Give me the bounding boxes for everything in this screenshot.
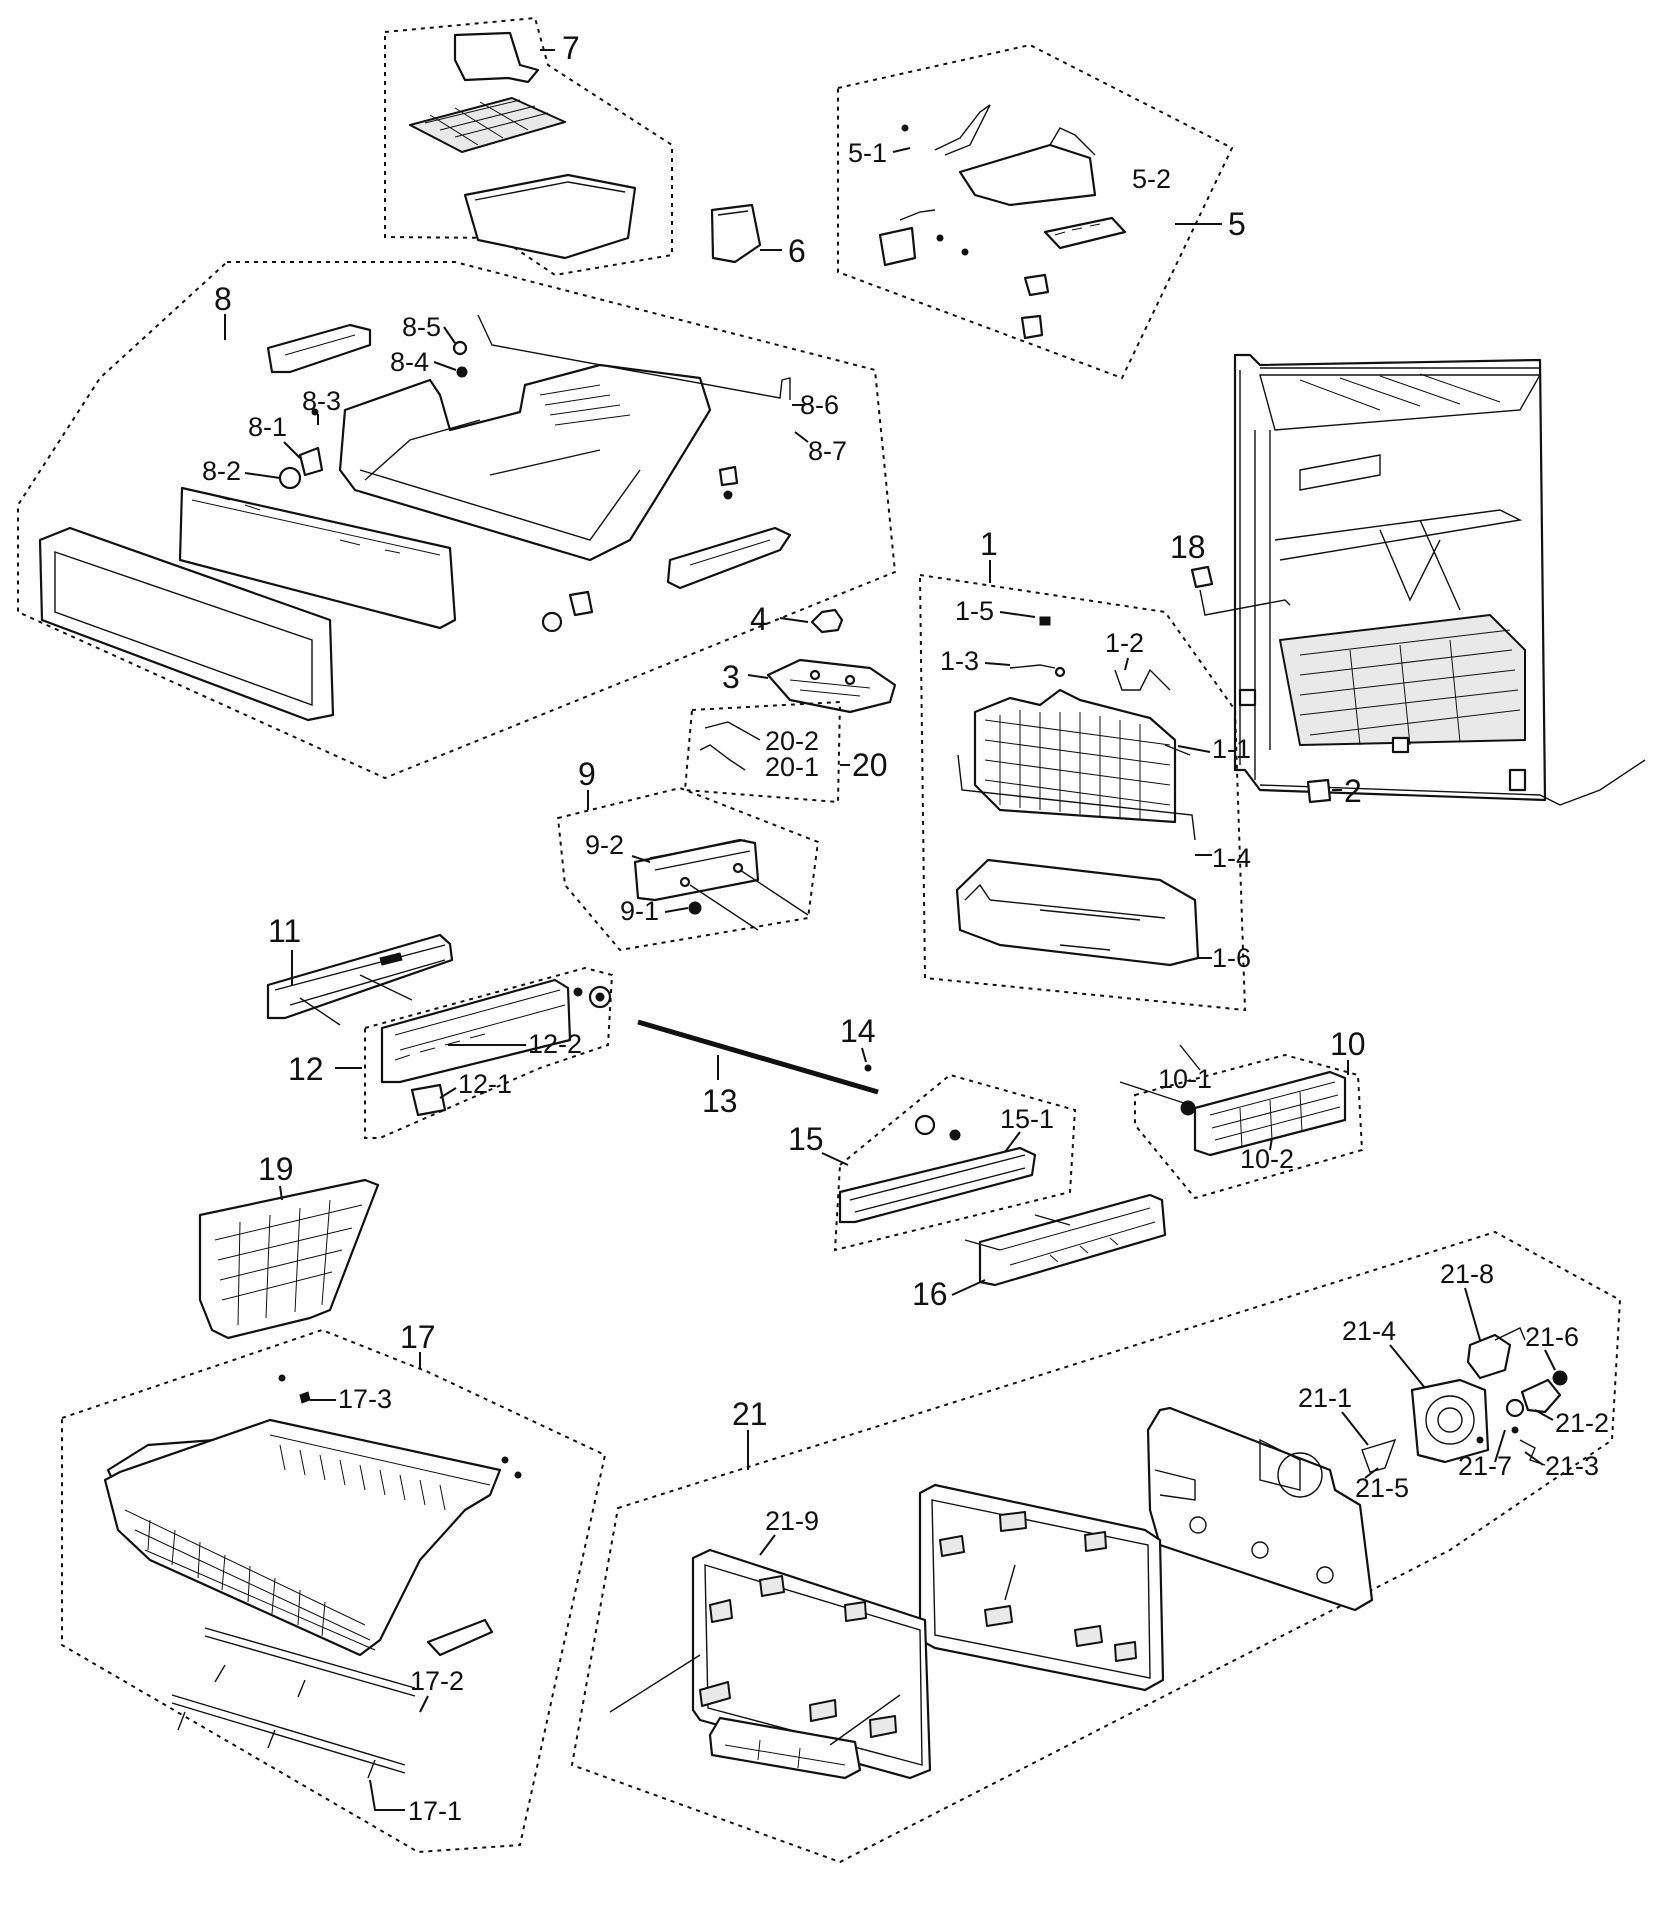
part-group-8 [17,261,897,780]
part-11 [266,933,454,1026]
label-21-8: 21-8 [1440,1259,1494,1289]
part-group-12 [364,966,614,1139]
refrigerator-cabinet [1233,353,1646,806]
part-19 [198,1178,380,1340]
label-12: 12 [288,1051,324,1087]
part-2 [1306,778,1332,804]
label-8-7: 8-7 [808,436,847,466]
label-21-3: 21-3 [1545,1451,1599,1481]
part-group-10 [1119,1044,1364,1200]
label-5-2: 5-2 [1132,164,1171,194]
label-21-2: 21-2 [1555,1408,1609,1438]
label-16: 16 [912,1276,948,1312]
label-20: 20 [852,747,888,783]
label-20-2: 20-2 [765,726,819,756]
label-1-1: 1-1 [1212,734,1251,764]
part-group-1 [918,573,1247,1012]
label-9-2: 9-2 [585,830,624,860]
part-group-5 [837,43,1234,380]
label-14: 14 [840,1013,876,1049]
label-8-5: 8-5 [402,312,441,342]
label-21-9: 21-9 [765,1506,819,1536]
label-21-1: 21-1 [1298,1383,1352,1413]
part-group-20 [683,700,842,804]
label-9: 9 [578,756,596,792]
label-17-2: 17-2 [410,1666,464,1696]
label-8: 8 [214,281,232,317]
label-13: 13 [702,1083,738,1119]
label-4: 4 [750,601,768,637]
label-11: 11 [268,913,301,949]
label-21-6: 21-6 [1525,1322,1579,1352]
label-3: 3 [722,659,740,695]
label-17: 17 [400,1319,436,1355]
part-13 [637,1019,879,1095]
label-1-2: 1-2 [1105,628,1144,658]
part-6 [710,203,762,264]
label-19: 19 [258,1151,294,1187]
label-1-3: 1-3 [940,646,979,676]
label-8-6: 8-6 [800,390,839,420]
label-10-2: 10-2 [1240,1144,1294,1174]
part-group-15 [833,1073,1077,1252]
label-2: 2 [1344,773,1362,809]
label-21-4: 21-4 [1342,1316,1396,1346]
label-8-3: 8-3 [302,386,341,416]
part-3 [766,658,897,714]
part-16 [964,1193,1167,1287]
label-8-2: 8-2 [202,456,241,486]
label-12-2: 12-2 [528,1029,582,1059]
label-5-1: 5-1 [848,138,887,168]
label-1-4: 1-4 [1212,843,1251,873]
part-group-7 [384,16,673,277]
part-18 [1190,565,1291,616]
part-group-9 [556,786,820,952]
label-1-6: 1-6 [1212,943,1251,973]
label-15-1: 15-1 [1000,1104,1054,1134]
label-9-1: 9-1 [620,896,659,926]
label-10: 10 [1330,1026,1366,1062]
part-group-21 [570,1230,1622,1864]
label-8-4: 8-4 [390,347,429,377]
label-18: 18 [1170,529,1206,565]
label-1: 1 [980,526,998,562]
label-17-3: 17-3 [338,1384,392,1414]
label-7: 7 [562,30,580,66]
label-8-1: 8-1 [248,412,287,442]
part-4 [810,608,844,634]
label-20-1: 20-1 [765,752,819,782]
part-group-17 [61,1328,607,1854]
label-5: 5 [1228,206,1246,242]
label-15: 15 [788,1121,824,1157]
label-10-1: 10-1 [1158,1064,1212,1094]
label-21-5: 21-5 [1355,1473,1409,1503]
label-21-7: 21-7 [1458,1451,1512,1481]
label-1-5: 1-5 [955,596,994,626]
part-14 [864,1064,872,1072]
label-6: 6 [788,233,806,269]
label-21: 21 [732,1396,768,1432]
label-17-1: 17-1 [408,1796,462,1826]
label-12-1: 12-1 [458,1069,512,1099]
